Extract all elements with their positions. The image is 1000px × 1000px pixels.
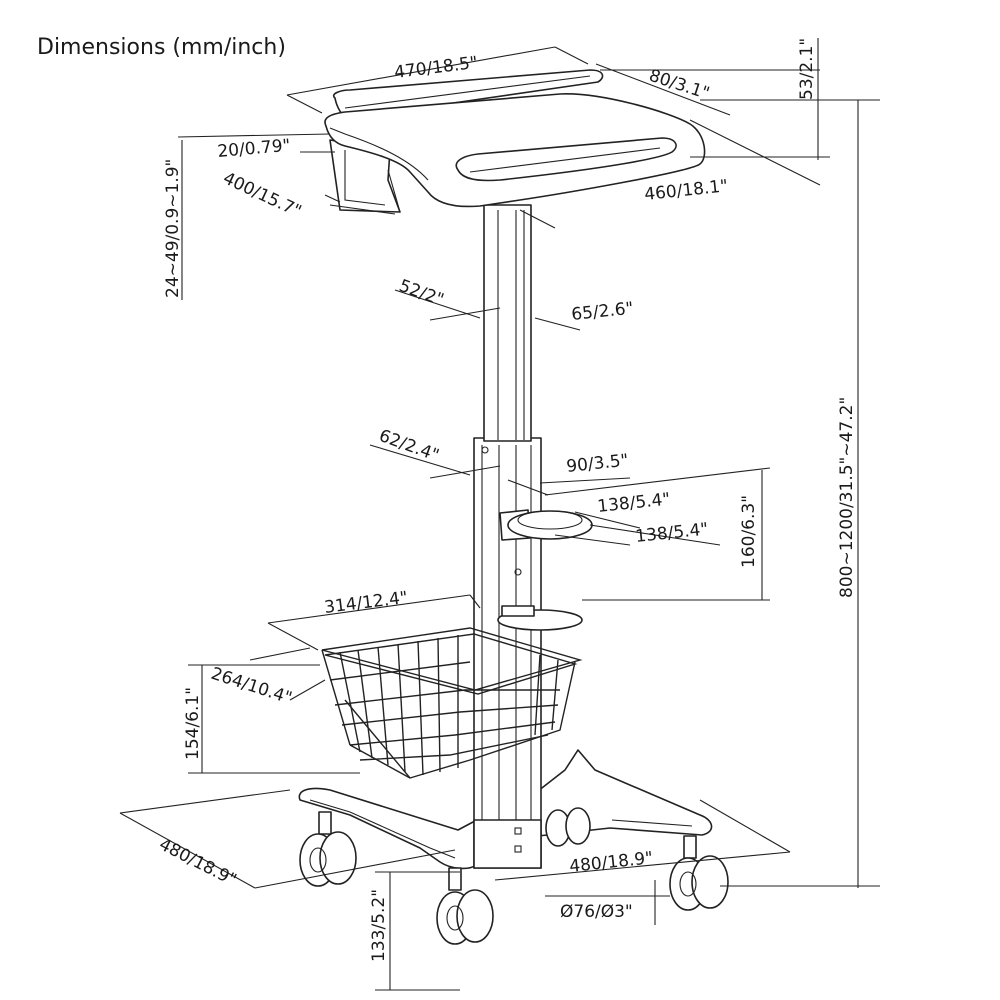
laptop-tray [324, 69, 706, 215]
wire-basket [321, 627, 583, 779]
caster-back [545, 807, 591, 847]
label-tray-depth: 400/15.7" [220, 168, 304, 222]
lower-column [473, 437, 542, 869]
label-lower-column-b: 90/3.5" [565, 451, 629, 477]
label-tilt: 24~49/0.9~1.9" [163, 159, 183, 298]
dimension-lines [119, 38, 880, 991]
label-holder-height: 160/6.3" [739, 495, 759, 568]
label-basket-height: 154/6.1" [183, 687, 203, 760]
label-base-right: 480/18.9" [568, 848, 653, 877]
cart-drawing [298, 69, 729, 945]
upper-column [483, 204, 532, 442]
label-top-height: 53/2.1" [797, 38, 817, 100]
label-cup-inner: 138/5.4" [634, 519, 709, 547]
caster-right [669, 835, 729, 911]
label-top-width: 470/18.5" [393, 53, 479, 83]
label-top-depth-front: 80/3.1" [646, 66, 711, 104]
label-tray-width: 460/18.1" [643, 176, 728, 205]
label-upper-column-a: 52/2" [396, 276, 446, 311]
label-lip: 20/0.79" [217, 136, 291, 162]
label-caster-height: 133/5.2" [369, 889, 389, 962]
label-basket-width: 314/12.4" [323, 588, 409, 618]
label-lower-column-a: 62/2.4" [376, 426, 441, 466]
label-cup-outer: 138/5.4" [596, 489, 671, 517]
label-base-left: 480/18.9" [156, 835, 240, 891]
label-caster-dia: Ø76/Ø3" [560, 902, 633, 922]
label-total-height: 800~1200/31.5"~47.2" [837, 397, 857, 598]
caster-front-left [299, 811, 357, 887]
label-basket-depth: 264/10.4" [208, 664, 294, 709]
cup-holder [497, 509, 593, 631]
label-upper-column-b: 65/2.6" [570, 299, 634, 325]
dimension-labels: 470/18.5" 80/3.1" 53/2.1" 20/0.79" 24~49… [156, 38, 857, 962]
diagram-title: Dimensions (mm/inch) [37, 35, 286, 60]
caster-front-center [436, 867, 494, 945]
